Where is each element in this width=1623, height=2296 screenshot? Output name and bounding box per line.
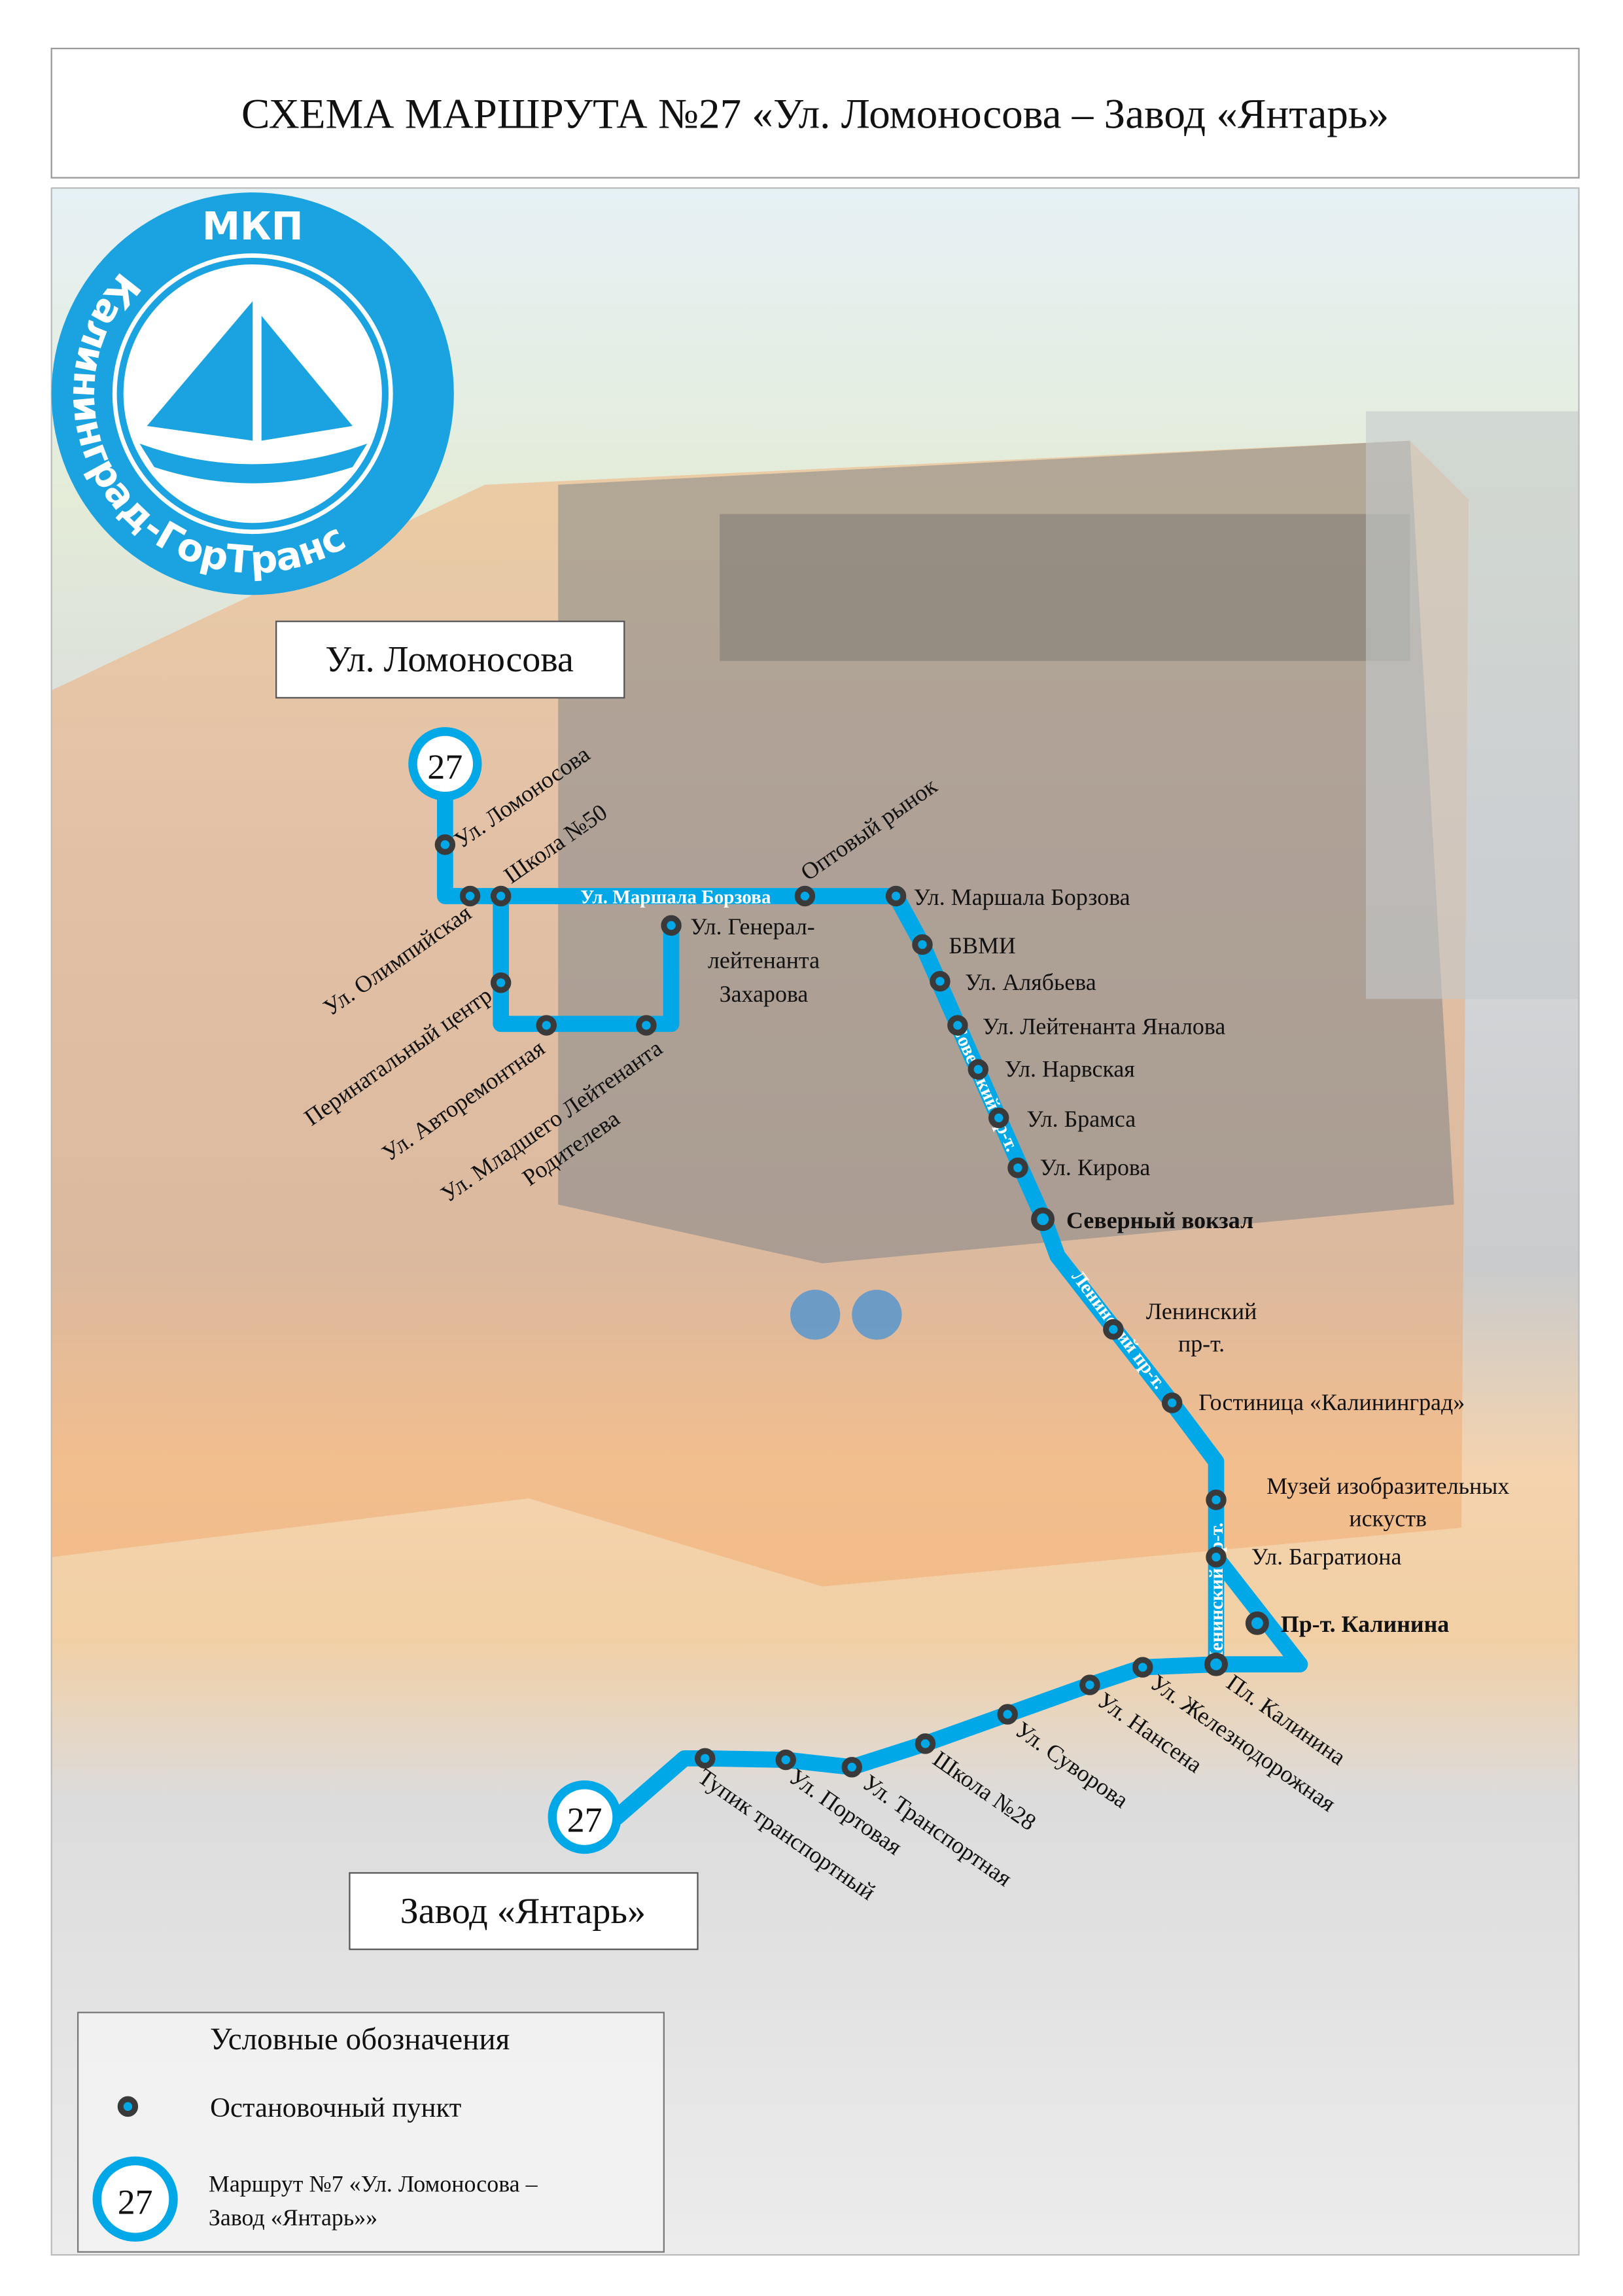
stop-marker: [968, 1059, 989, 1080]
terminal-end-label: Завод «Янтарь»: [349, 1872, 699, 1951]
terminal-start-label: Ул. Ломоносова: [275, 620, 625, 699]
stop-marker: [930, 970, 951, 992]
stop-label: БВМИ: [949, 932, 1015, 959]
route-end-badge: 27: [548, 1780, 621, 1854]
page-title: СХЕМА МАРШРУТА №27 «Ул. Ломоносова – Зав…: [241, 90, 1389, 137]
stop-marker: [459, 885, 481, 907]
stop-marker: [1132, 1657, 1153, 1678]
pedestrian-sign-icon: [852, 1290, 902, 1340]
stop-label: Ул. Маршала Борзова: [914, 884, 1130, 910]
stop-marker: [841, 1757, 862, 1778]
route-badge-icon: [92, 2156, 178, 2242]
street-label-borzova: Ул. Маршала Борзова: [580, 887, 771, 908]
stop-label: пр-т.: [1178, 1330, 1225, 1356]
stop-marker: [912, 934, 933, 955]
stop-label: Ул. Лейтенанта Яналова: [983, 1014, 1225, 1040]
stop-marker: [988, 1107, 1009, 1129]
stop-marker: [1161, 1392, 1183, 1413]
stop-markers: [434, 834, 1269, 1778]
stop-label: Ленинский: [1146, 1298, 1257, 1324]
svg-text:27: 27: [567, 1801, 602, 1840]
stop-marker: [1204, 1652, 1228, 1676]
stop-marker: [1206, 1489, 1227, 1510]
mkp-logo: Калининград-ГорТранс МКП: [51, 192, 454, 595]
stop-marker: [1007, 1157, 1028, 1178]
stop-label: искуств: [1349, 1506, 1427, 1532]
stop-label: Пр-т. Калинина: [1281, 1611, 1449, 1637]
stop-label: Ул. Кирова: [1040, 1154, 1151, 1180]
stop-marker: [794, 885, 816, 907]
stop-label: Музей изобразительных: [1266, 1473, 1509, 1499]
stop-marker: [695, 1748, 716, 1769]
street-label-leninsky-2: Ленинский пр-т.: [1206, 1523, 1227, 1665]
stop-marker: [490, 885, 512, 907]
stop-marker: [490, 972, 512, 993]
stop-marker: [997, 1704, 1018, 1725]
stop-marker: [434, 834, 456, 855]
route-start-badge: 27: [408, 727, 482, 801]
stop-marker: [885, 885, 907, 907]
legend-route-label-2: Завод «Янтарь»»: [209, 2204, 377, 2231]
stop-marker: [947, 1015, 968, 1036]
svg-text:Завод «Янтарь»: Завод «Янтарь»: [400, 1891, 646, 1932]
stop-label: Ул. Нарвская: [1005, 1056, 1135, 1082]
legend-title: Условные обозначения: [210, 2022, 510, 2057]
legend-stop-label: Остановочный пункт: [210, 2093, 462, 2123]
stop-marker: [636, 1015, 657, 1036]
title-box: СХЕМА МАРШРУТА №27 «Ул. Ломоносова – Зав…: [50, 47, 1580, 179]
stop-label: Ул. Генерал-: [690, 913, 814, 940]
stop-label: лейтенанта: [708, 947, 820, 973]
stop-marker: [775, 1749, 796, 1771]
stop-label: Ул. Багратиона: [1251, 1544, 1402, 1570]
wheelchair-sign-icon: [790, 1290, 841, 1340]
stop-label: Ул. Алябьева: [965, 969, 1096, 995]
stop-marker: [1031, 1207, 1055, 1231]
legend-route-number: 27: [118, 2182, 153, 2221]
stop-marker: [661, 915, 682, 936]
legend-route-label-1: Маршрут №7 «Ул. Ломоносова –: [209, 2171, 538, 2197]
stop-marker-icon: [117, 2096, 139, 2117]
stop-marker: [536, 1015, 557, 1036]
stop-label: Ул. Брамса: [1026, 1106, 1136, 1132]
stop-label: Захарова: [720, 981, 809, 1007]
stop-marker: [1103, 1319, 1124, 1340]
stop-label: Гостиница «Калининград»: [1198, 1389, 1465, 1415]
svg-text:27: 27: [427, 747, 462, 786]
stop-marker: [1245, 1611, 1269, 1635]
stop-marker: [1206, 1547, 1227, 1568]
stop-marker: [1079, 1674, 1100, 1695]
stop-label: Северный вокзал: [1066, 1207, 1253, 1233]
stop-marker: [915, 1733, 936, 1754]
logo-mkp-text: МКП: [202, 204, 304, 249]
svg-text:Ул. Ломоносова: Ул. Ломоносова: [325, 639, 574, 680]
legend: Условные обозначения Остановочный пункт …: [77, 2011, 665, 2253]
